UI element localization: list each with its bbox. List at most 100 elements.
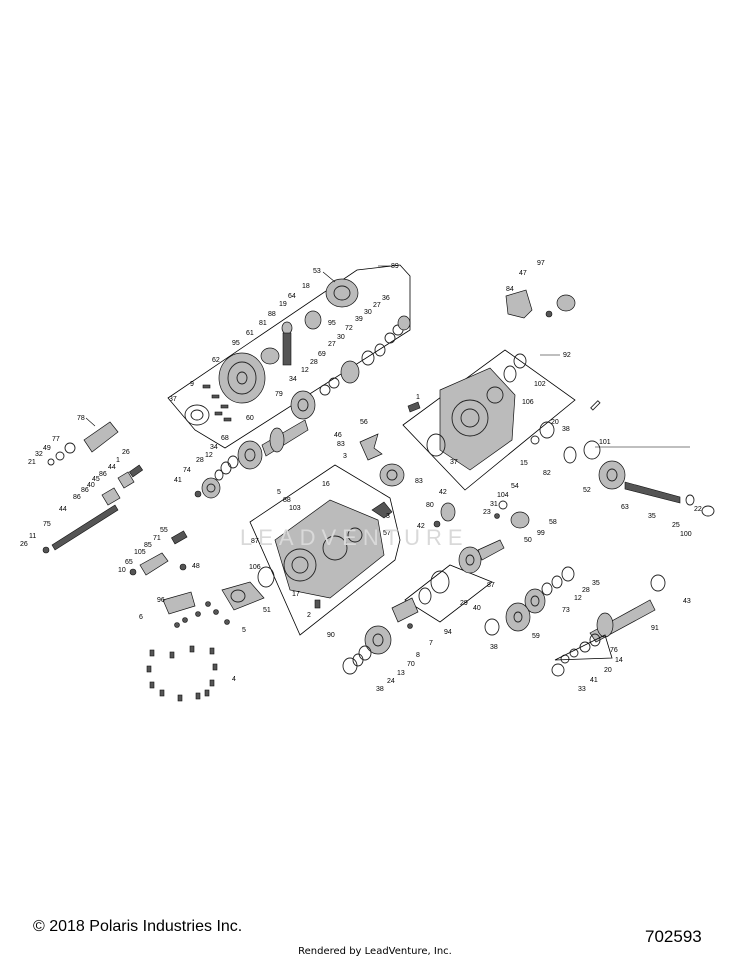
callout-78: 78 [77,415,85,422]
callout-34a: 34 [289,376,297,383]
callout-45: 45 [92,476,100,483]
callout-25: 25 [672,522,680,529]
callout-30b: 30 [337,334,345,341]
bracket-56-part [359,433,383,461]
shift-fork-assembly [42,421,144,554]
pinion-gear-part [304,310,322,330]
callout-27b: 27 [328,341,336,348]
callout-97: 97 [537,260,545,267]
differential-housing-part [325,278,359,308]
callout-41b: 41 [590,677,598,684]
case-half-part [274,499,385,599]
bracket-96-part [162,591,196,615]
callout-63: 63 [621,504,629,511]
callout-38c: 38 [490,644,498,651]
callout-19: 19 [279,301,287,308]
callout-77: 77 [52,436,60,443]
callout-26a: 26 [122,449,130,456]
callout-64: 64 [288,293,296,300]
callout-39: 39 [355,316,363,323]
callout-104: 104 [497,492,509,499]
callout-106a: 106 [249,564,261,571]
callout-40b: 40 [473,605,481,612]
callout-92: 92 [563,352,571,359]
bearing-38c-part [484,618,500,636]
callout-83a: 83 [337,441,345,448]
callout-83b: 83 [415,478,423,485]
callout-91: 91 [651,625,659,632]
callout-20b: 20 [604,667,612,674]
callout-72: 72 [345,325,353,332]
callout-13: 13 [397,670,405,677]
callout-37b: 37 [450,459,458,466]
callout-48: 48 [192,563,200,570]
group-87-outline [404,564,493,623]
group-92-outline [402,349,576,491]
callout-95b: 95 [232,340,240,347]
callout-9: 9 [190,381,194,388]
group-92-case-assembly [402,289,715,517]
shift-gear-58-part [510,511,530,529]
callout-36: 36 [382,295,390,302]
callout-62: 62 [212,357,220,364]
callout-35b: 35 [592,580,600,587]
sensor-97-part [556,294,576,312]
callout-86c: 86 [73,494,81,501]
callout-90: 90 [327,632,335,639]
callout-89: 89 [391,263,399,270]
callout-65: 65 [125,559,133,566]
callout-44a: 44 [108,464,116,471]
callout-43: 43 [683,598,691,605]
group-89-outline [167,264,411,449]
callout-100: 100 [680,531,692,538]
shift-linkage-callouts: 55 71 85 105 65 10 48 96 6 51 5 4 [118,527,271,683]
callout-81: 81 [259,320,267,327]
gear-79-part [290,390,316,420]
render-credit: Rendered by LeadVenture, Inc. [298,946,452,957]
group-87-shaft-assembly [342,539,505,675]
callout-86a: 86 [99,471,107,478]
callout-56: 56 [360,419,368,426]
callout-70: 70 [407,661,415,668]
group-92-callouts: 97 47 84 92 1 102 106 37 20 38 15 82 101… [416,260,702,538]
seal-37-part [184,404,210,426]
bracket-94-part [391,597,419,623]
gear-cluster-73 [484,566,575,636]
callout-38a: 38 [562,426,570,433]
case-half-92-part [439,367,516,471]
callout-17: 17 [292,591,300,598]
group-90-case-assembly [249,433,405,636]
callout-22: 22 [694,506,702,513]
callout-79: 79 [275,391,283,398]
callout-76: 76 [610,647,618,654]
callout-12a: 12 [301,367,309,374]
shift-shaft-parts [433,500,530,529]
callout-20a: 20 [551,419,559,426]
bracket-84-part [505,289,533,319]
callout-73: 73 [562,607,570,614]
callout-41a: 41 [174,477,182,484]
actuator-51-part [221,581,265,611]
bearing-74-part [201,477,221,499]
seal-106b-part [503,365,517,383]
callout-103: 103 [289,505,301,512]
gear-59-part [505,602,531,632]
callout-11: 11 [29,533,36,540]
shaft-91-assembly [551,574,666,677]
shaft-63-part [624,481,681,504]
seal-106-part [257,566,275,588]
callout-68: 68 [221,435,229,442]
callout-29: 29 [460,600,468,607]
callout-37a: 37 [169,396,177,403]
seal-29-part [430,570,450,594]
callout-57: 57 [383,530,391,537]
group-87-callouts: 87 29 40 94 7 8 70 13 24 38 [376,582,495,693]
callout-86b: 86 [81,487,89,494]
shift-fork-part [117,471,135,489]
copyright-text: © 2018 Polaris Industries Inc. [33,918,243,935]
callout-55: 55 [160,527,168,534]
callout-47: 47 [519,270,527,277]
callout-61: 61 [246,330,254,337]
callout-1a: 1 [116,457,120,464]
callout-7: 7 [429,640,433,647]
